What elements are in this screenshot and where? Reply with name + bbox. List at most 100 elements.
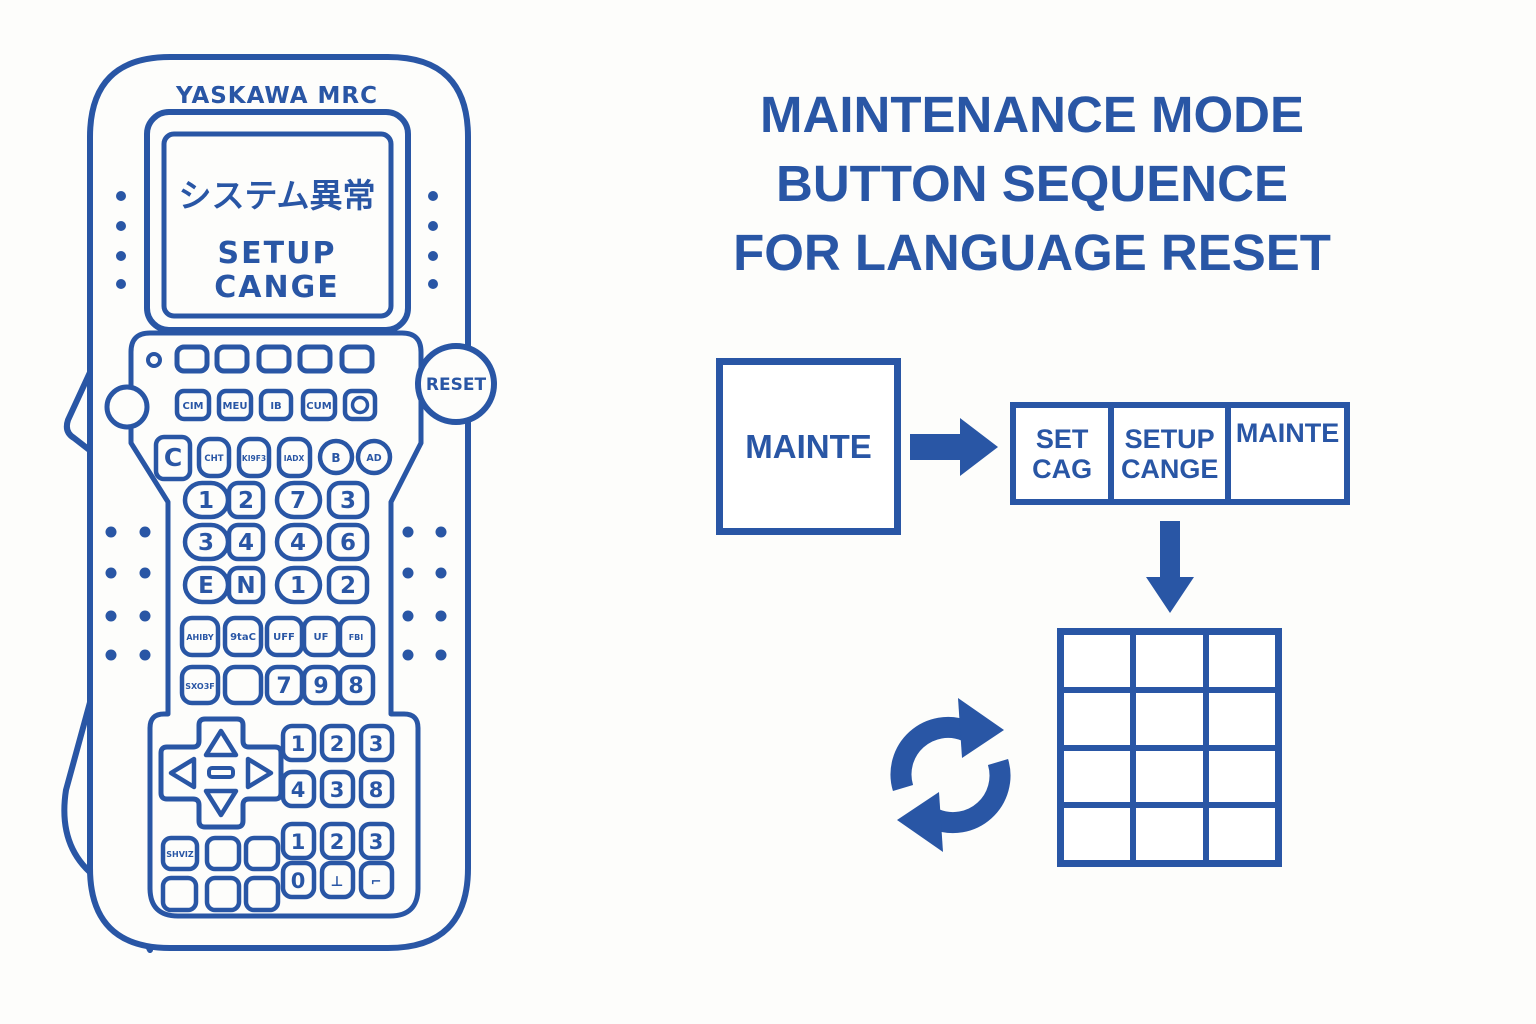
title-line-1: MAINTENANCE MODE <box>760 86 1304 143</box>
key-grid <box>358 723 395 763</box>
key-blank <box>174 344 210 374</box>
title-line-3: FOR LANGUAGE RESET <box>733 224 1331 281</box>
key-label: 4 <box>290 530 306 556</box>
mid-dots <box>105 526 447 661</box>
key-label: ⊥ <box>331 874 344 890</box>
reset-label: RESET <box>426 375 487 395</box>
key-label: 7 <box>276 674 291 699</box>
key-meu <box>216 388 254 422</box>
key-fbi <box>337 615 376 658</box>
right-arrow-icon <box>910 418 998 476</box>
key-label: 2 <box>330 732 345 756</box>
key-num <box>226 480 266 520</box>
dpad-up-icon <box>203 728 239 758</box>
key-label: 1 <box>291 830 306 854</box>
key-label: UF <box>314 632 329 643</box>
key-label: 3 <box>369 830 384 854</box>
key-blank <box>204 835 242 872</box>
flow-cell-setcag: SET CAG <box>1016 408 1108 499</box>
key-blank <box>256 344 292 374</box>
grid-cell <box>1136 635 1203 687</box>
key-grid <box>319 723 356 763</box>
screen <box>161 131 394 319</box>
key-label: C <box>164 443 182 472</box>
key-ad <box>355 438 393 476</box>
key-label: SXO3F <box>185 682 214 691</box>
key-power <box>342 388 378 422</box>
flow-cell-label: MAINTE <box>1235 418 1340 448</box>
flow-cell-setupcange: SETUP CANGE <box>1108 408 1232 499</box>
key-blank <box>204 875 242 913</box>
key-label: IB <box>270 401 281 412</box>
key-label: 9taC <box>230 632 256 643</box>
key-num <box>226 522 266 562</box>
key-num <box>274 480 323 520</box>
key-label: N <box>236 573 255 599</box>
key-num <box>274 565 323 605</box>
key-num <box>326 522 370 562</box>
grid-cell <box>1208 808 1275 860</box>
grid-cell <box>1136 750 1203 803</box>
key-label: CUM <box>306 401 331 412</box>
key-label: CIM <box>182 401 203 412</box>
key-b <box>317 438 355 476</box>
key-label: 3 <box>369 732 384 756</box>
flow-cell-mainte: MAINTE <box>1231 408 1344 499</box>
flow-start-label: MAINTE <box>745 427 872 465</box>
button-grid <box>1057 628 1282 867</box>
key-label: 2 <box>238 488 254 514</box>
key-label: UFF <box>273 632 295 643</box>
flow-cell-label: CANGE <box>1120 453 1219 484</box>
flow-menu-box: SET CAG SETUP CANGE MAINTE <box>1010 402 1350 505</box>
grid-cell <box>1208 692 1275 745</box>
lower-left-keys <box>160 835 281 913</box>
grid-cell <box>1136 692 1203 745</box>
keypad-plate <box>128 330 424 919</box>
key-label: 2 <box>330 830 345 854</box>
key-label: 3 <box>330 778 345 802</box>
key-num <box>274 522 323 562</box>
dpad-down-icon <box>203 788 239 818</box>
key-label: 6 <box>340 530 356 556</box>
key-blank <box>222 664 264 706</box>
key-row-blank <box>174 344 375 374</box>
reset-button <box>415 343 497 425</box>
key-grid <box>358 821 395 861</box>
key-shviz <box>160 835 200 872</box>
power-icon <box>350 395 370 415</box>
key-label: AHIBY <box>186 633 214 642</box>
screen-bezel <box>144 109 411 333</box>
key-grid <box>358 860 395 900</box>
key-blank <box>243 875 281 913</box>
screen-text-jp: システム異常 <box>178 176 375 215</box>
flow-cell-label: SETUP <box>1124 423 1215 454</box>
key-label: 4 <box>291 778 306 802</box>
key-blank <box>243 835 281 872</box>
key-label: MEU <box>223 401 248 412</box>
flow-cell-label: SET <box>1035 423 1089 454</box>
screen-text-line2: CANGE <box>214 270 339 305</box>
key-label: E <box>198 573 214 599</box>
grid-cell <box>1136 808 1203 860</box>
key-row-labeled <box>174 388 378 422</box>
key-label: KI9F3 <box>242 454 266 463</box>
screen-side-dots <box>116 191 438 289</box>
key-iadx <box>276 436 313 479</box>
dpad-left-icon <box>168 756 197 790</box>
key-label: 2 <box>340 573 356 599</box>
key-c <box>153 434 193 482</box>
key-blank <box>214 344 250 374</box>
key-grid <box>280 860 317 900</box>
key-ib <box>258 388 294 422</box>
numpad <box>182 480 370 605</box>
flow-start-box: MAINTE <box>716 358 901 535</box>
key-grid <box>280 821 317 861</box>
key-label: 3 <box>340 488 356 514</box>
key-label: 4 <box>238 530 254 556</box>
fn-row-2 <box>179 664 376 706</box>
screen-text-line1: SETUP <box>218 236 337 271</box>
key-8 <box>337 664 376 706</box>
key-label: 9 <box>313 674 328 699</box>
dpad-right-icon <box>245 756 274 790</box>
